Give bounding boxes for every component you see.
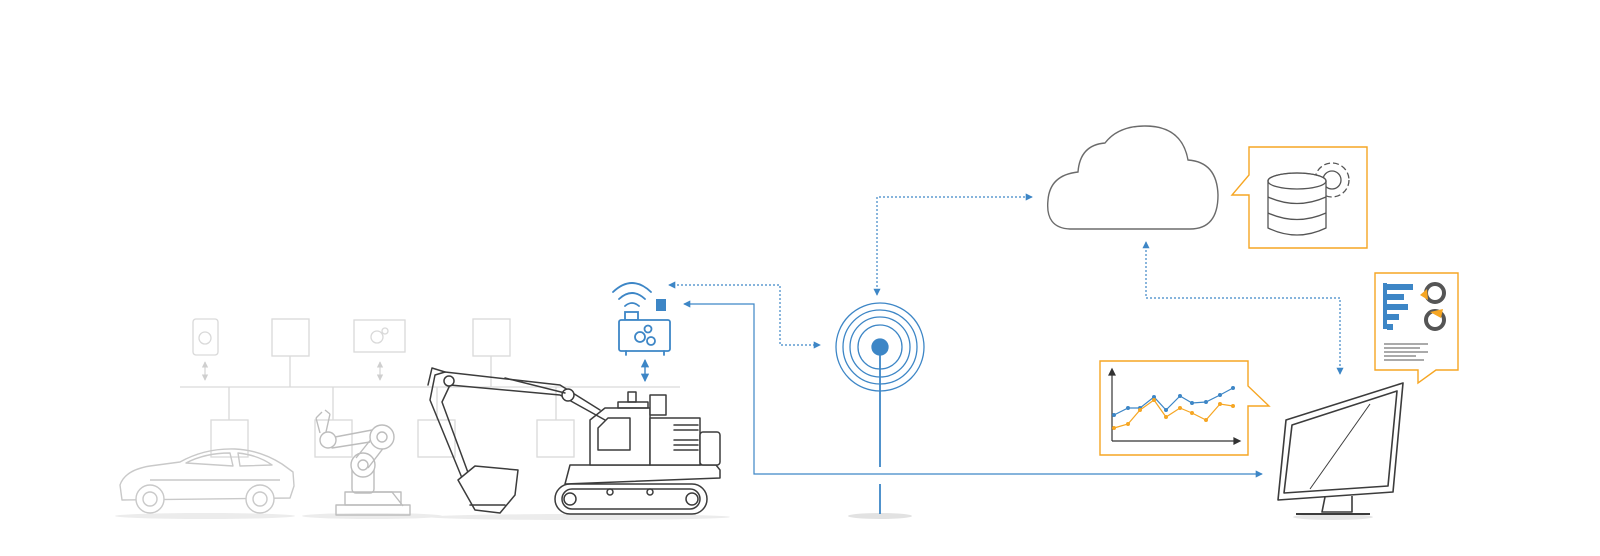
connection-lines xyxy=(668,193,1344,478)
monitor-icon xyxy=(1277,382,1404,515)
robot-arm-icon xyxy=(315,409,411,516)
line-chart-icon xyxy=(1099,360,1271,456)
device-network-icon xyxy=(180,318,680,458)
ground-shadows xyxy=(115,513,1373,520)
excavator-icon xyxy=(427,367,721,515)
link-device-to-monitor xyxy=(683,300,1263,478)
car-icon xyxy=(119,448,295,514)
link-device-to-antenna xyxy=(668,281,821,349)
wifi-gateway-icon xyxy=(612,282,671,356)
link-cloud-to-monitor xyxy=(1142,241,1344,375)
database-gear-icon xyxy=(1230,146,1368,249)
cloud-icon xyxy=(1046,125,1219,230)
broadcast-antenna-icon xyxy=(835,302,925,514)
link-antenna-to-cloud xyxy=(873,193,1033,296)
report-icon xyxy=(1374,272,1459,385)
